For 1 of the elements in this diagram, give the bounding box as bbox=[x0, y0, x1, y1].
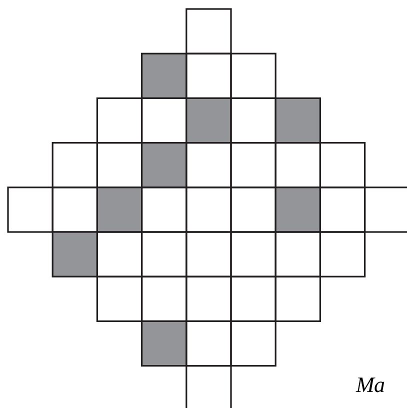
figure-caption: Ма bbox=[356, 372, 386, 398]
